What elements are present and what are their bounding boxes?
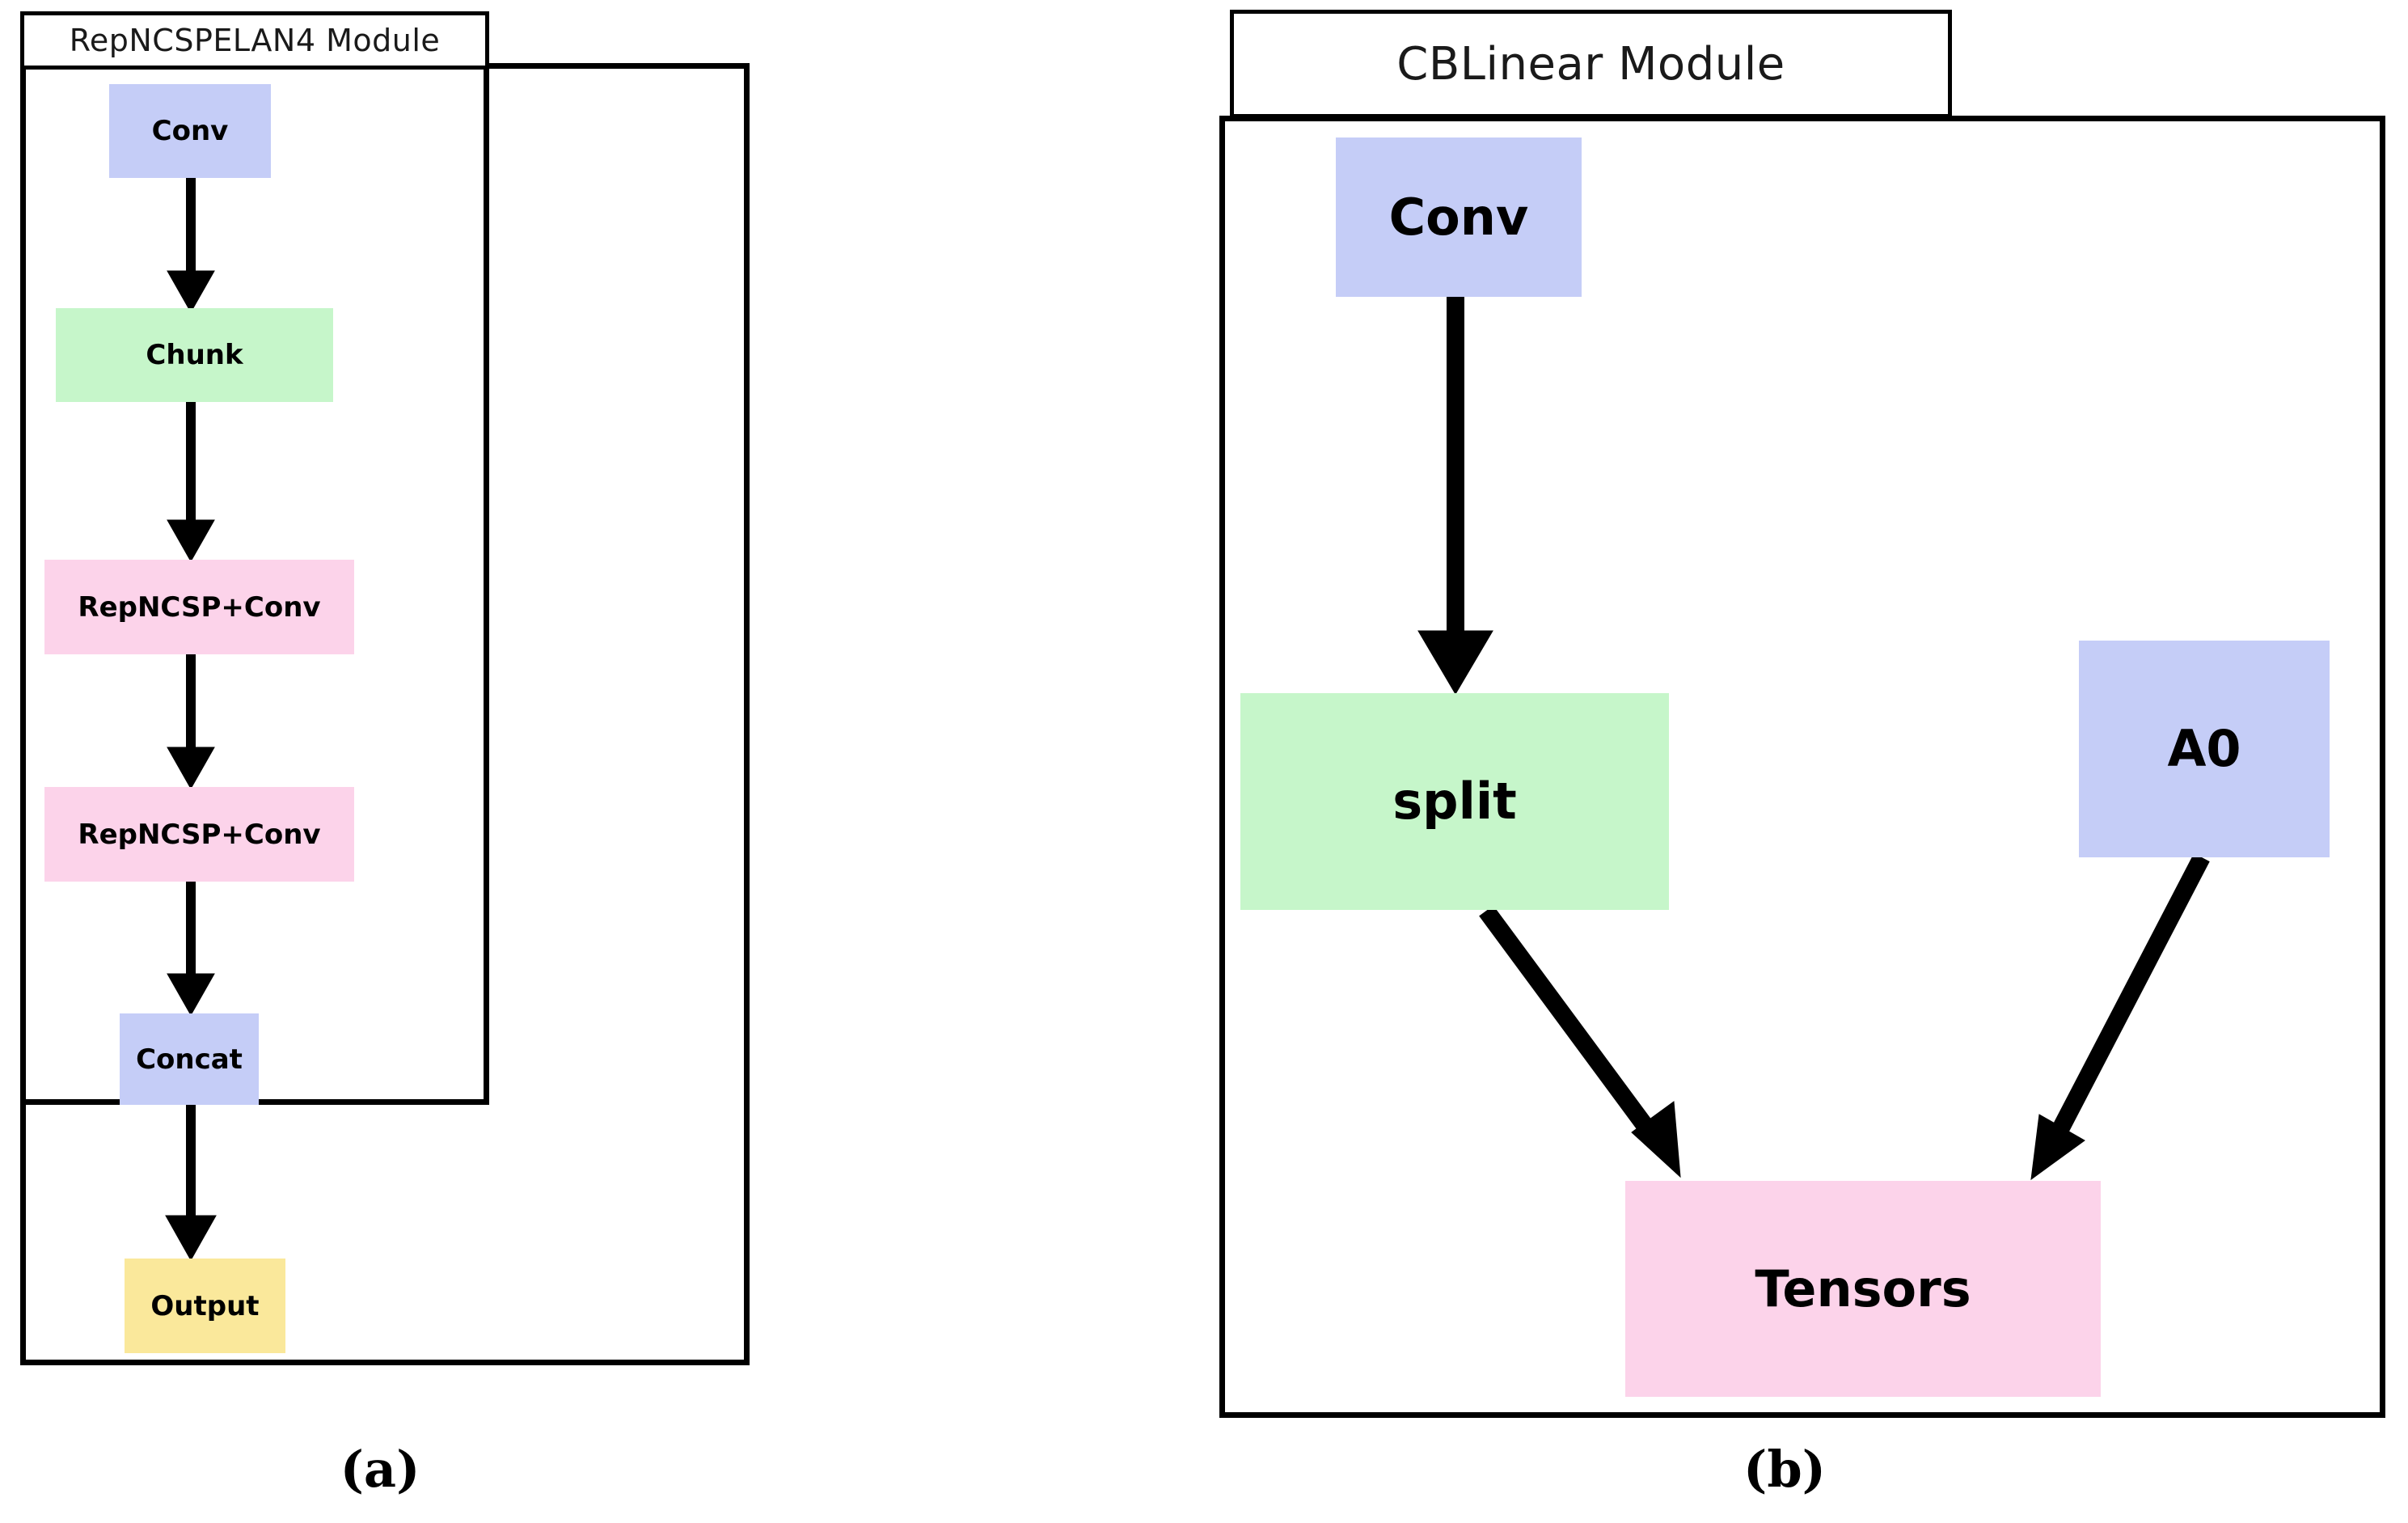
panel-a-node-output[interactable]: Output — [125, 1259, 285, 1353]
panel-a-node-repncsp-conv-2[interactable]: RepNCSP+Conv — [44, 787, 354, 882]
panel-b-node-conv[interactable]: Conv — [1336, 137, 1582, 297]
panel-b-title-label: CBLinear Module — [1396, 37, 1785, 91]
panel-a-node-chunk-label: Chunk — [146, 339, 243, 371]
panel-b-title-box: CBLinear Module — [1230, 10, 1952, 118]
panel-b-node-split[interactable]: split — [1240, 693, 1669, 910]
panel-b-node-a0-label: A0 — [2167, 719, 2241, 778]
panel-b-caption: (b) — [1743, 1440, 1827, 1499]
panel-a-node-output-label: Output — [150, 1289, 260, 1322]
panel-a-title-box: RepNCSPELAN4 Module — [20, 11, 489, 70]
panel-a-node-repncsp-conv-1[interactable]: RepNCSP+Conv — [44, 560, 354, 654]
panel-a-caption: (a) — [340, 1440, 420, 1499]
panel-b-node-conv-label: Conv — [1388, 187, 1529, 247]
panel-a-node-concat-label: Concat — [136, 1043, 243, 1076]
panel-b-node-tensors[interactable]: Tensors — [1625, 1181, 2101, 1397]
panel-b-node-tensors-label: Tensors — [1755, 1259, 1971, 1318]
panel-a-node-repncsp-conv-1-label: RepNCSP+Conv — [78, 590, 321, 624]
panel-b-outer-frame — [1219, 116, 2385, 1418]
panel-a-title-label: RepNCSPELAN4 Module — [69, 23, 441, 58]
panel-a-node-concat[interactable]: Concat — [120, 1013, 259, 1105]
panel-b-node-split-label: split — [1392, 772, 1517, 831]
panel-a-node-conv-label: Conv — [151, 115, 229, 147]
panel-a-node-conv[interactable]: Conv — [109, 84, 271, 178]
panel-b-node-a0[interactable]: A0 — [2079, 641, 2330, 857]
panel-a-node-chunk[interactable]: Chunk — [56, 308, 333, 402]
panel-a-node-repncsp-conv-2-label: RepNCSP+Conv — [78, 818, 321, 851]
